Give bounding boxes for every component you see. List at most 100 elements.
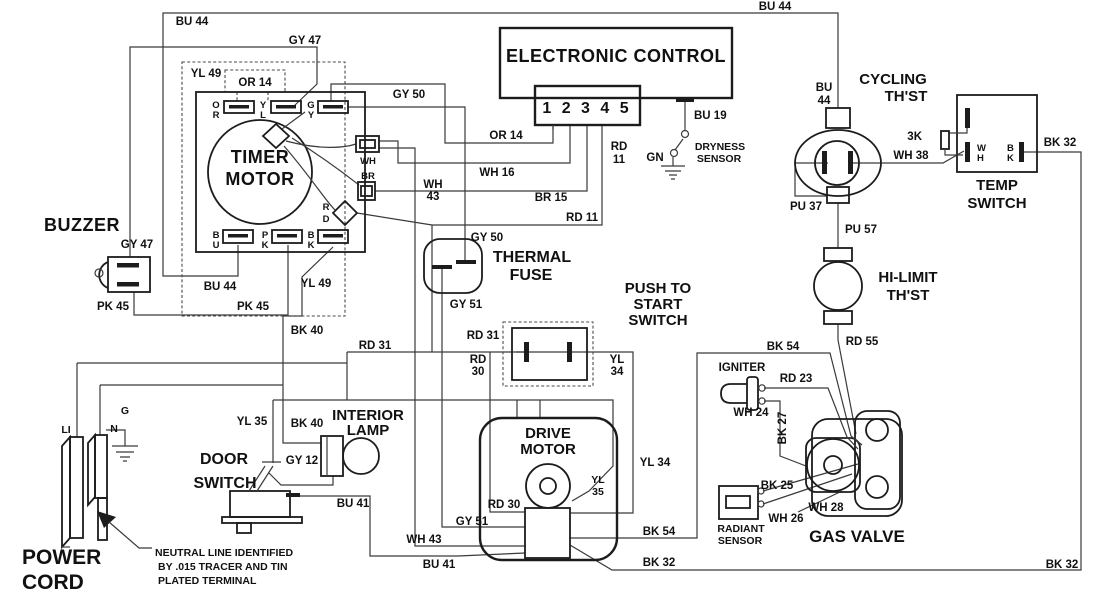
ground-icon: [112, 445, 138, 462]
wire-label-yl35-m2: 35: [592, 486, 604, 498]
wire-label-bk32-bottom: BK 32: [643, 557, 676, 569]
door-switch-label-2: SWITCH: [193, 475, 256, 492]
terminal-p: P: [262, 230, 269, 241]
thermal-fuse-label-2: FUSE: [510, 267, 553, 284]
hi-limit-label-2: TH'ST: [887, 287, 930, 304]
wire-label-rd30-sw1: RD: [470, 354, 487, 366]
timer-terminal-yl: [270, 100, 302, 114]
dryness-sensor-label-2: SENSOR: [697, 153, 742, 165]
temp-switch-label-2: SWITCH: [967, 195, 1026, 212]
timer-motor-label-1: TIMER: [231, 147, 290, 167]
wire-label-gy50-fuse: GY 50: [471, 232, 503, 244]
cycling-thermostat: [794, 107, 882, 204]
wire-label-gy51-fuse: GY 51: [450, 299, 483, 311]
wire-label-bk25: BK 25: [761, 480, 794, 492]
timer-assembly: [181, 61, 380, 317]
thermal-fuse: [423, 238, 483, 294]
radiant-sensor-label-2: SENSOR: [718, 535, 763, 547]
timer-terminal-bk: [317, 229, 349, 244]
interior-lamp-label-2: LAMP: [347, 422, 390, 439]
wire-label-gy47-buzzer: GY 47: [121, 239, 153, 251]
temp-switch: [940, 94, 1038, 173]
terminal-b2: B: [308, 230, 315, 241]
timer-terminal-wh: [355, 135, 380, 153]
terminal-rd-r: R: [323, 202, 330, 213]
electronic-control: [498, 26, 734, 130]
gas-valve-label: GAS VALVE: [809, 527, 905, 546]
wire-label-pk45-right: PK 45: [237, 301, 270, 313]
wire-label-pk45-left: PK 45: [97, 301, 130, 313]
electronic-control-label: ELECTRONIC CONTROL: [506, 46, 726, 66]
terminal-g: G: [307, 100, 314, 111]
wire-label-bu44-cycling-1: BU: [816, 82, 833, 94]
wire-label-yl35-door: YL 35: [237, 416, 268, 428]
gn-label: GN: [646, 152, 663, 164]
igniter-label: IGNITER: [719, 362, 766, 374]
wire-label-bk54-top: BK 54: [767, 341, 800, 353]
temp-terminal-b: B: [1007, 143, 1014, 154]
wire-label-wh16: WH 16: [479, 167, 514, 179]
door-switch: [221, 461, 303, 534]
wire-label-bu41-motor: BU 41: [423, 559, 456, 571]
drive-motor-label-2: MOTOR: [520, 441, 576, 458]
wire-label-bk54-motor: BK 54: [643, 526, 676, 538]
wire-label-bk27: BK 27: [777, 412, 789, 445]
terminal-li: LI: [61, 424, 70, 436]
radiant-sensor-label-1: RADIANT: [717, 523, 765, 535]
terminal-l: L: [260, 110, 266, 121]
door-switch-label-1: DOOR: [200, 451, 248, 468]
wire-label-gy47-top: GY 47: [289, 35, 321, 47]
wire-label-bu44-top-right: BU 44: [759, 1, 792, 13]
terminal-y2: Y: [308, 110, 315, 121]
push-to-start-label-1: PUSH TO: [625, 280, 692, 297]
timer-terminal-rd: [331, 199, 359, 227]
power-cord-symbol: [61, 432, 152, 550]
wire-label-yl49-box: YL 49: [191, 68, 221, 80]
terminal-k: K: [262, 240, 269, 251]
timer-terminal-pk: [271, 229, 303, 244]
connector-pins-label: 1 2 3 4 5: [542, 100, 631, 117]
wire-label-rd30-motor: RD 30: [488, 499, 521, 511]
wire-label-wh43-1: WH: [423, 179, 442, 191]
hi-limit-label-1: HI-LIMIT: [878, 269, 937, 286]
wire-label-wh38: WH 38: [893, 150, 929, 162]
temp-switch-label-1: TEMP: [976, 177, 1018, 194]
wire-label-bu44-timer: BU 44: [204, 281, 237, 293]
dryness-sensor-symbol: [661, 98, 694, 180]
terminal-n: N: [110, 423, 118, 435]
wire-label-wh26: WH 26: [768, 513, 803, 525]
timer-motor-label-2: MOTOR: [225, 169, 294, 189]
wire-label-rd23: RD 23: [780, 373, 813, 385]
wire-label-rd31-switch: RD 31: [467, 330, 500, 342]
wire-label-wh43-2: 43: [427, 191, 440, 203]
wire-label-pu37: PU 37: [790, 201, 822, 213]
wire-label-rd11-v1: RD: [611, 141, 628, 153]
ground-icon: [661, 165, 685, 180]
timer-terminal-br: [357, 181, 376, 201]
terminal-y: Y: [260, 100, 267, 111]
temp-terminal-k: K: [1007, 153, 1014, 164]
terminal-u: U: [213, 240, 220, 251]
timer-terminal-bu: [222, 229, 254, 244]
interior-lamp-symbol: [320, 435, 380, 477]
wire-label-bu44-top-left: BU 44: [176, 16, 209, 28]
power-cord-label-2: CORD: [22, 571, 84, 594]
drive-motor: [478, 416, 619, 562]
terminal-wh: WH: [360, 156, 376, 167]
text-labels: ELECTRONIC CONTROL 1 2 3 4 5 BU 19 GN DR…: [22, 1, 1078, 594]
wire-label-bk32-temp: BK 32: [1044, 137, 1077, 149]
wire-label-bk40-lamp: BK 40: [291, 418, 324, 430]
wire-label-bu41-door: BU 41: [337, 498, 370, 510]
push-to-start-label-2: START: [634, 296, 683, 313]
push-to-start-switch: [502, 321, 594, 387]
cam-contact: [261, 122, 291, 150]
igniter-symbol: [720, 376, 766, 411]
terminal-b: B: [213, 230, 220, 241]
terminal-br: BR: [361, 171, 375, 182]
wire-label-rd30-sw2: 30: [472, 366, 485, 378]
wire-label-bk40-upper: BK 40: [291, 325, 324, 337]
wire-label-bu19: BU 19: [694, 110, 727, 122]
terminal-g: G: [121, 405, 129, 417]
wire-label-bu44-cycling-2: 44: [818, 95, 831, 107]
